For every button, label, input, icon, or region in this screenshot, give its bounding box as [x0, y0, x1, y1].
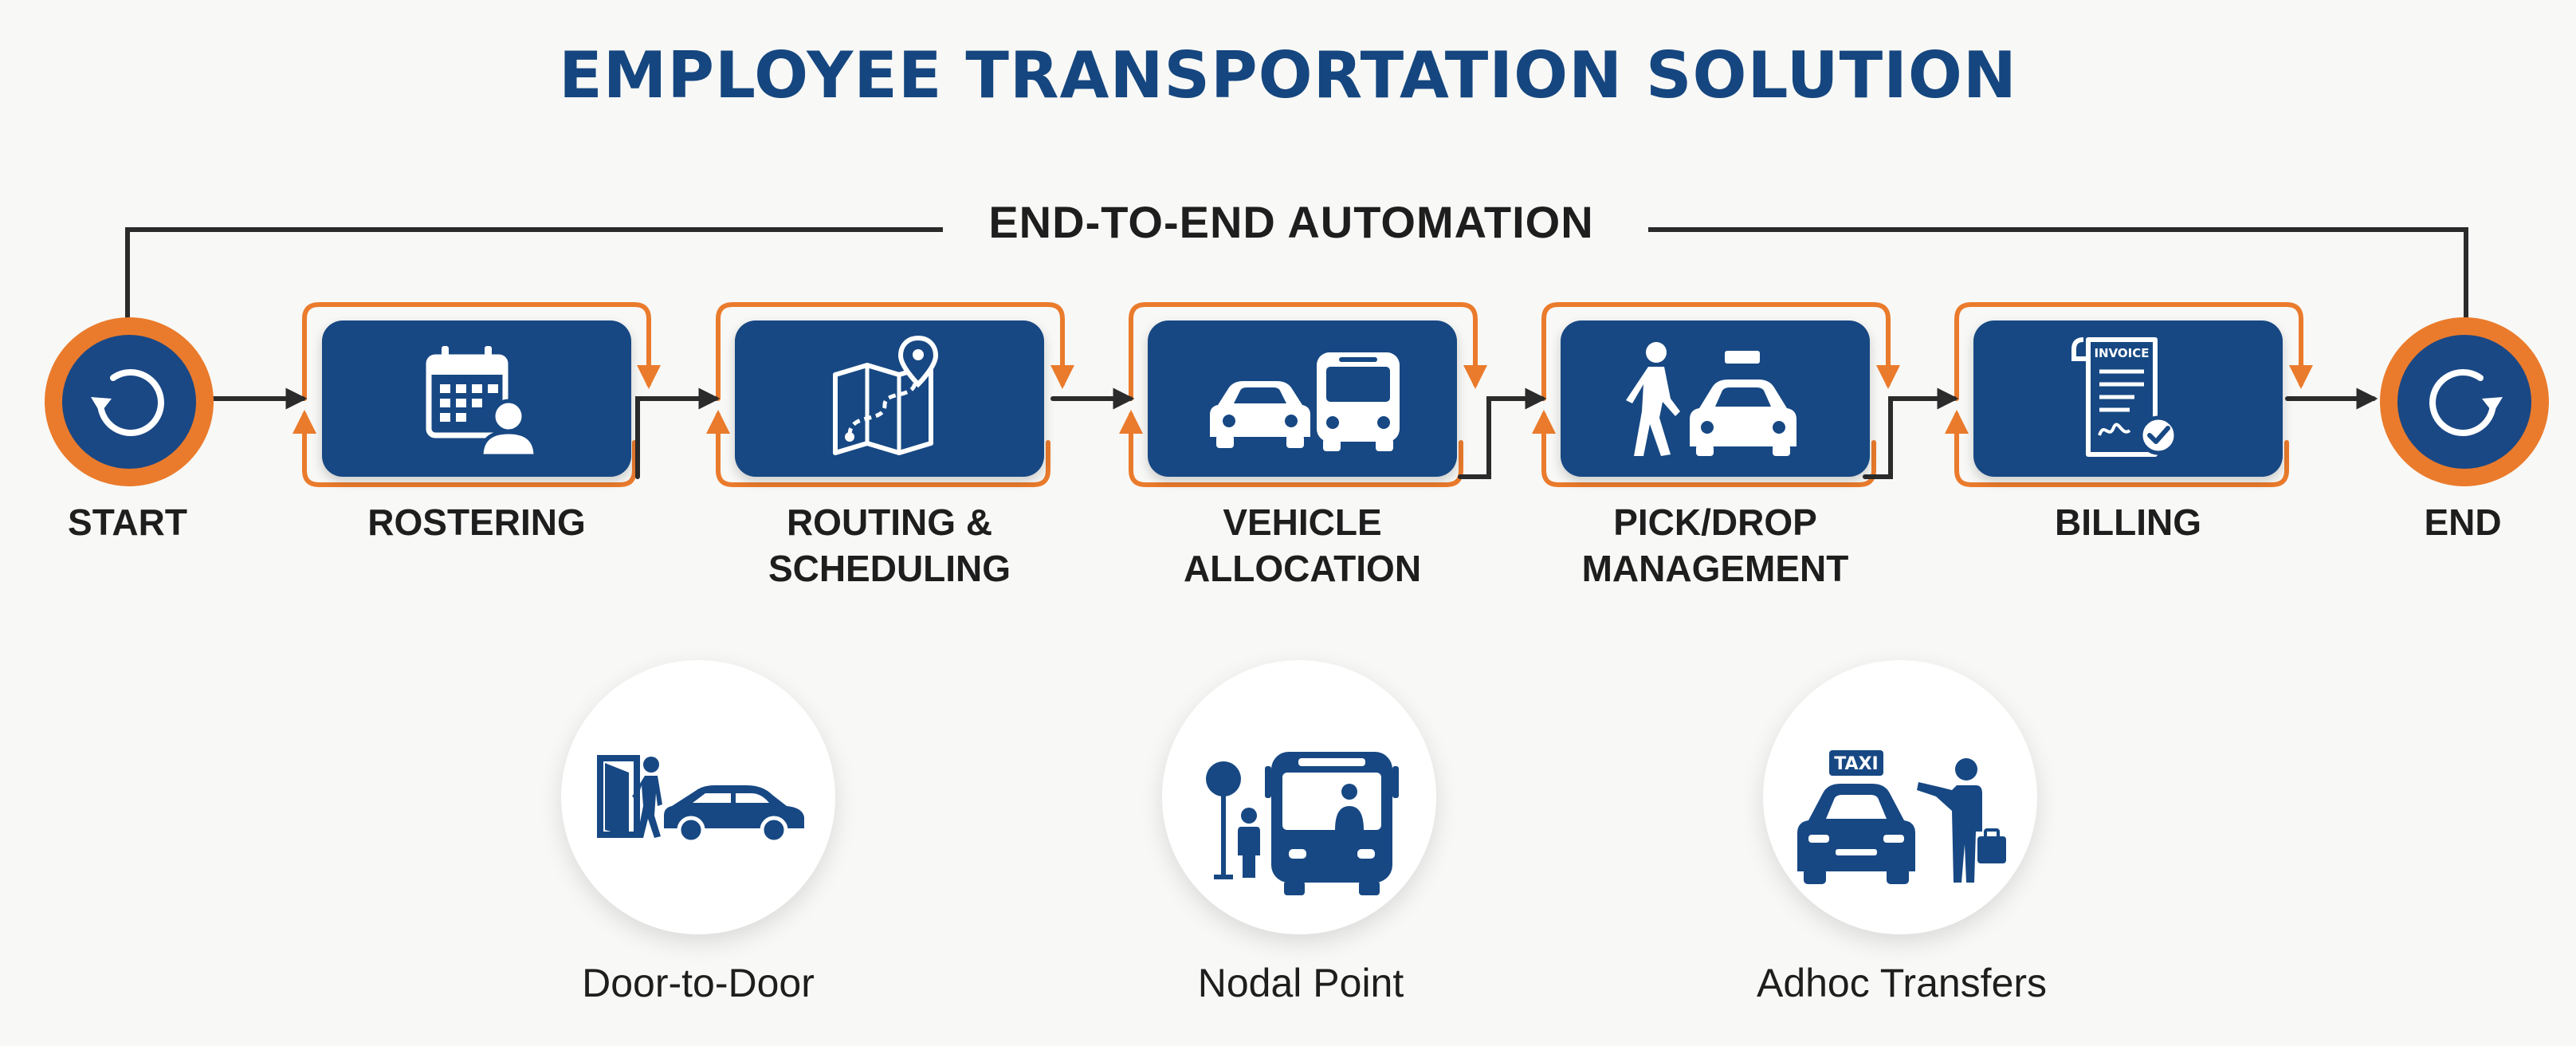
loop-top-4: [1541, 302, 1900, 401]
start-label: START: [68, 501, 187, 543]
car-bus-icon: [1210, 352, 1400, 451]
service-label-nodal-point: Nodal Point: [1197, 961, 1404, 1005]
cycle-icon: [2429, 369, 2503, 436]
automation-label: END-TO-END AUTOMATION: [988, 197, 1594, 247]
step-pick-drop-management: [1561, 320, 1870, 477]
loop-top-2: [716, 302, 1074, 401]
taxi-hail-icon: TAXI: [1797, 750, 2006, 884]
end-node: [2380, 317, 2549, 486]
step-label-pick-drop-management: PICK/DROP MANAGEMENT: [1581, 501, 1849, 589]
arrow-allocation-to-pickdrop: [1458, 387, 1547, 479]
calendar-user-icon: [426, 346, 538, 458]
step-rostering: [322, 320, 631, 477]
bus-stop-icon: [1206, 752, 1399, 895]
step-routing-scheduling: [735, 320, 1044, 477]
end-label: END: [2424, 501, 2502, 543]
page-title: EMPLOYEE TRANSPORTATION SOLUTION: [559, 38, 2017, 112]
service-label-door-to-door: Door-to-Door: [582, 961, 815, 1005]
loop-bottom-2: [706, 410, 1050, 487]
loop-bottom-1: [293, 410, 637, 487]
step-billing: INVOICE: [1973, 320, 2283, 477]
automation-bracket-right: [1648, 227, 2468, 324]
service-adhoc-transfers: TAXI: [1763, 660, 2037, 934]
arrow-pickdrop-to-billing: [1863, 387, 1959, 479]
route-map-icon: [833, 335, 939, 455]
loop-top-5: [1954, 302, 2313, 401]
service-nodal-point: [1162, 660, 1436, 934]
service-label-adhoc-transfers: Adhoc Transfers: [1756, 961, 2048, 1005]
start-node: [45, 317, 214, 486]
step-label-vehicle-allocation: VEHICLE ALLOCATION: [1183, 501, 1422, 589]
loop-top-1: [302, 302, 661, 401]
passenger-taxi-icon: [1626, 342, 1797, 456]
automation-bracket-left: [125, 227, 943, 324]
cycle-icon: [91, 369, 164, 436]
service-door-to-door: [561, 660, 835, 934]
step-label-billing: BILLING: [2055, 501, 2201, 543]
door-car-icon: [597, 755, 804, 844]
step-label-rostering: ROSTERING: [367, 501, 586, 543]
taxi-sign-text: TAXI: [1834, 754, 1878, 774]
step-label-routing-scheduling: ROUTING & SCHEDULING: [768, 501, 1011, 589]
step-vehicle-allocation: [1148, 320, 1457, 477]
arrow-rostering-to-routing: [635, 387, 721, 479]
invoice-icon: INVOICE: [2071, 337, 2178, 457]
loop-top-3: [1129, 302, 1487, 401]
loop-bottom-5: [1945, 410, 2289, 487]
invoice-text: INVOICE: [2094, 346, 2149, 360]
